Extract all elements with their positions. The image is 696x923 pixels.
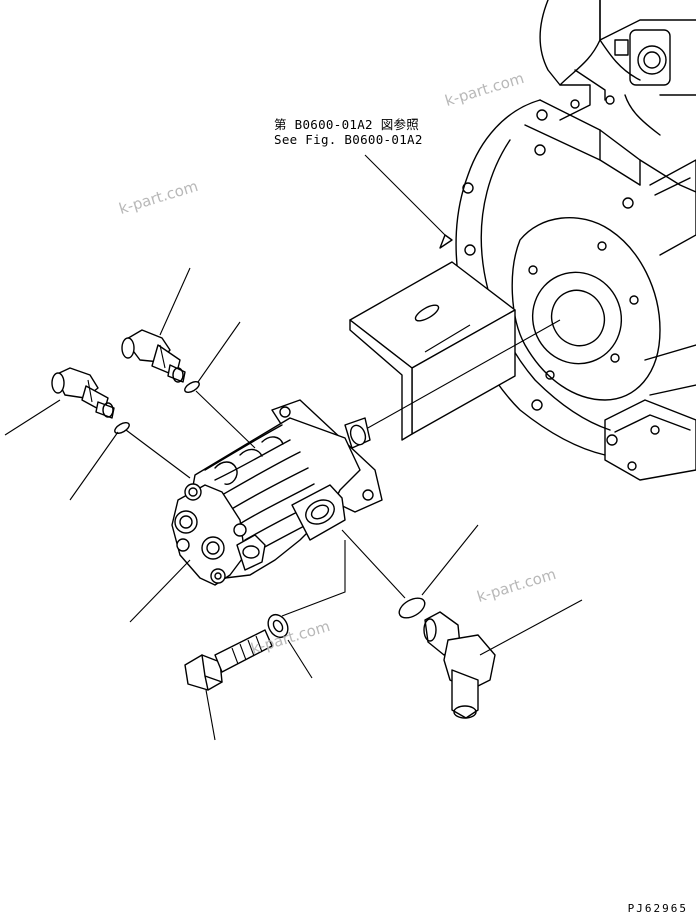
gear-pump xyxy=(171,399,383,586)
flywheel-housing xyxy=(455,0,696,481)
shaft-axis-line xyxy=(349,319,561,439)
elbow-fitting-upper xyxy=(121,329,186,383)
leader-lines xyxy=(4,154,583,741)
elbow-fitting-right xyxy=(423,611,496,719)
o-ring-upper xyxy=(184,381,200,393)
o-ring-left xyxy=(114,422,130,434)
mounting-bracket xyxy=(349,261,516,441)
drawing-code: PJ62965 xyxy=(627,902,688,915)
reference-note-jp: 第 B0600-01A2 図参照 xyxy=(274,117,420,132)
o-ring-right xyxy=(398,597,426,619)
elbow-fitting-left xyxy=(51,367,115,419)
hex-bolt xyxy=(184,629,273,691)
reference-note-en: See Fig. B0600-01A2 xyxy=(274,132,423,147)
washer xyxy=(267,613,289,639)
